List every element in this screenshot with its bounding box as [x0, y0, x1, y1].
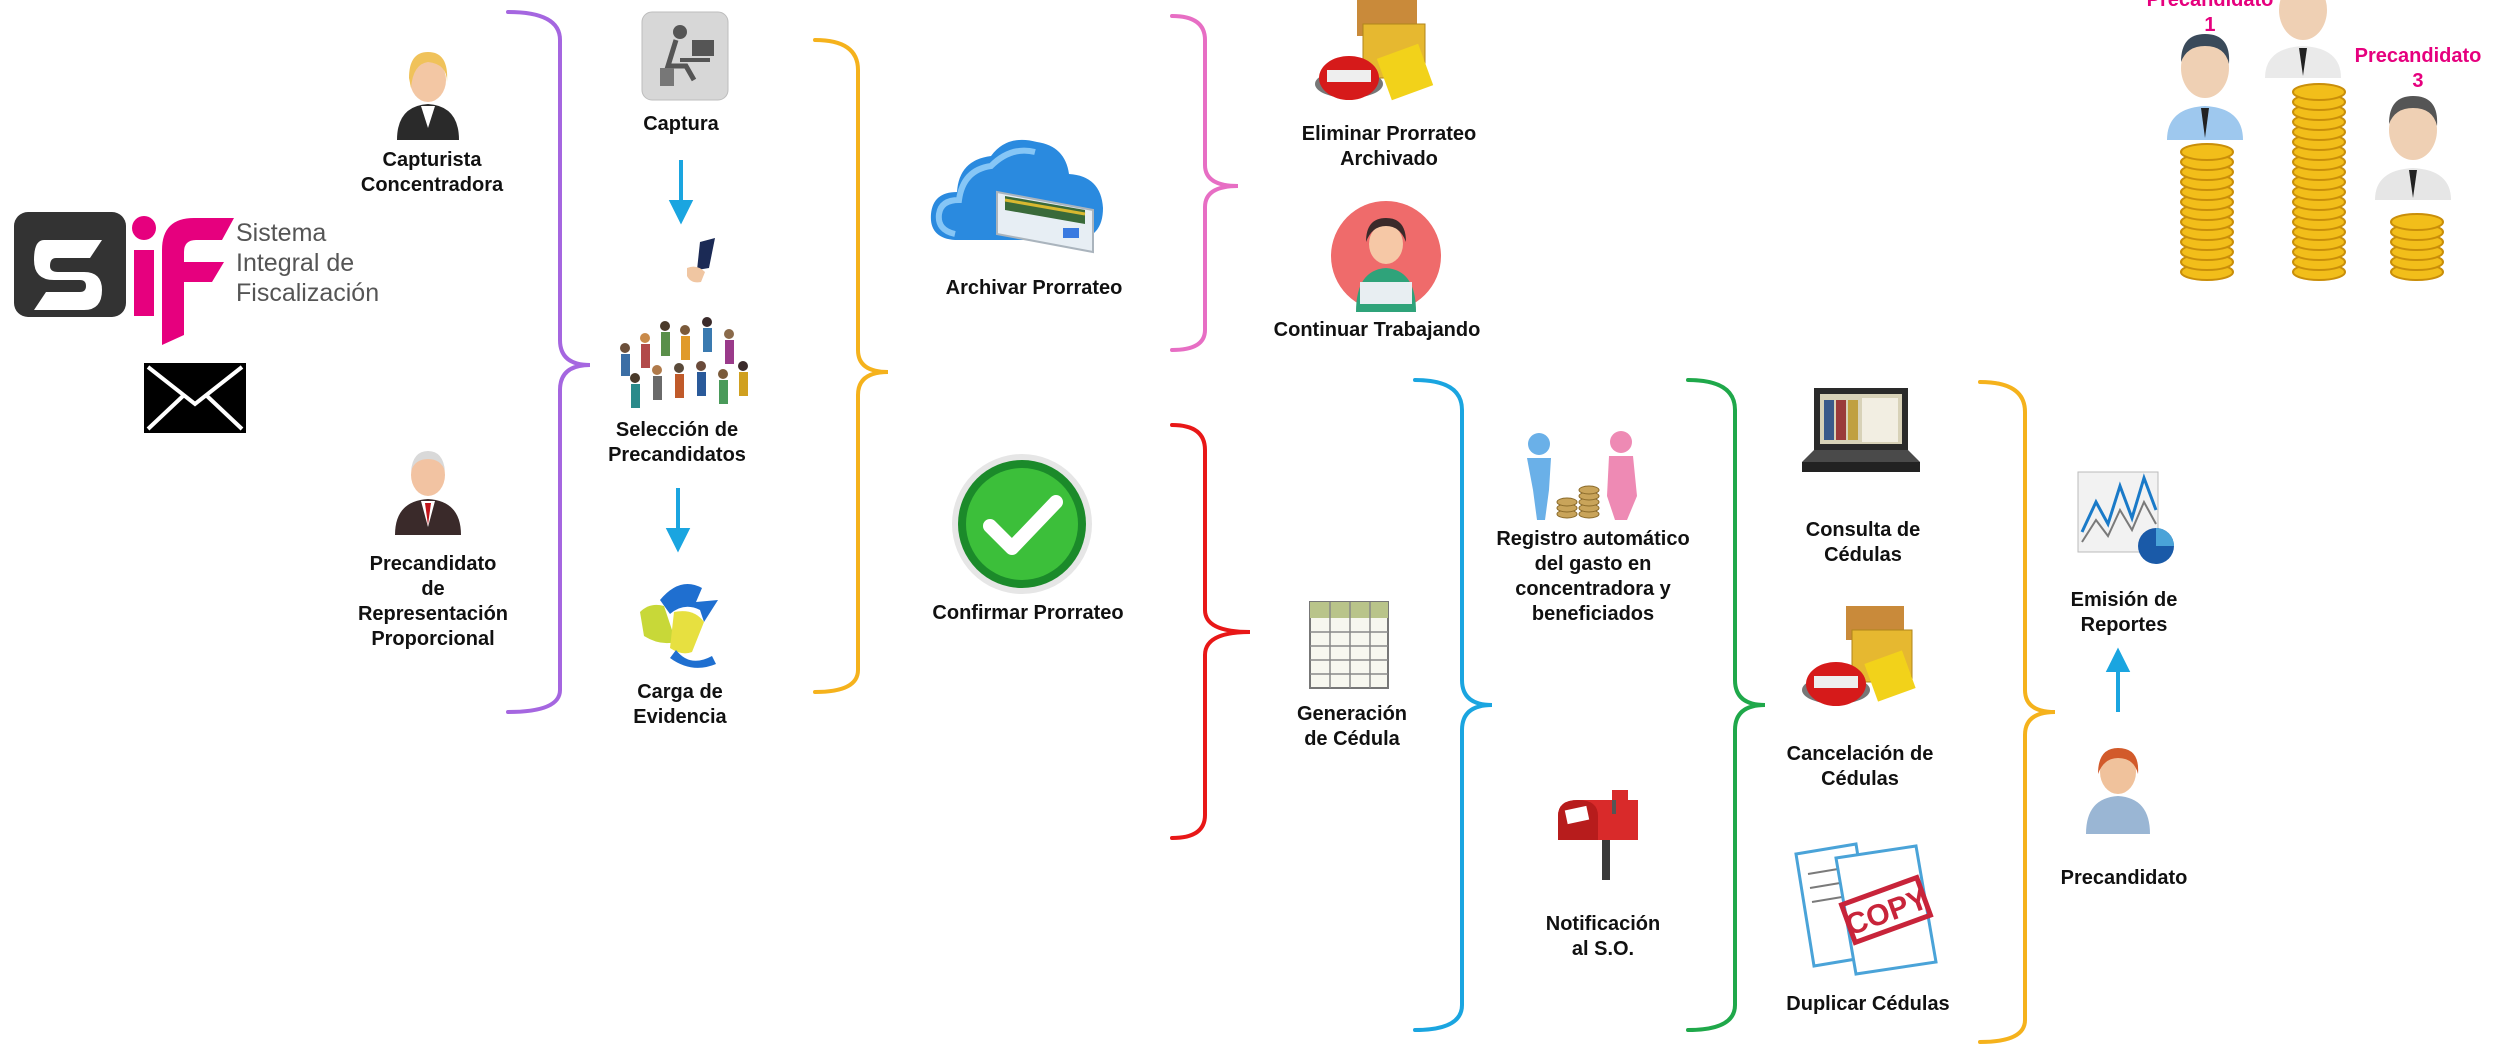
capturista-avatar-icon — [393, 48, 463, 140]
cancelacion-label: Cancelación de Cédulas — [1786, 743, 1934, 790]
eliminar-archivado-label: Eliminar Prorrateo Archivado — [1301, 123, 1477, 170]
green-bracket — [1686, 378, 1766, 1032]
archivar-cloud-icon[interactable] — [925, 130, 1115, 260]
purple-bracket — [506, 10, 591, 714]
carga-label: Carga de Evidencia — [633, 681, 727, 728]
captura-icon[interactable] — [640, 10, 730, 102]
consulta-laptop-icon[interactable] — [1800, 384, 1920, 484]
precandidato-3-label: Precandidato 3 — [2354, 45, 2482, 92]
generacion-spreadsheet-icon[interactable] — [1308, 600, 1390, 690]
archivar-label: Archivar Prorrateo — [945, 277, 1123, 299]
consulta-label: Consulta de Cédulas — [1805, 519, 1921, 566]
seleccion-label: Selección de Precandidatos — [608, 419, 746, 466]
sif-logo — [12, 210, 237, 350]
blue-bracket — [1413, 378, 1493, 1032]
notificacion-mailbox-icon[interactable] — [1552, 790, 1650, 882]
precandidato-1-label: Precandidato 1 — [2146, 0, 2274, 36]
cancelacion-icon[interactable] — [1800, 606, 1920, 718]
precandidato-rp-avatar-icon — [393, 445, 463, 535]
red-bracket — [1170, 423, 1251, 840]
emision-label: Emisión de Reportes — [2070, 589, 2178, 636]
reportes-chart-icon[interactable] — [2070, 462, 2180, 567]
registro-label: Registro automático del gasto en concent… — [1496, 528, 1690, 625]
seleccion-people-icon[interactable] — [605, 238, 755, 413]
eliminar-archivo-icon[interactable] — [1313, 0, 1439, 112]
duplicar-label: Duplicar Cédulas — [1786, 993, 1950, 1015]
precandidato-rp-label: Precandidato de Representación Proporcio… — [357, 553, 509, 650]
notificacion-label: Notificación al S.O. — [1545, 913, 1661, 960]
continuar-label: Continuar Trabajando — [1273, 319, 1481, 341]
yellow-bracket — [813, 38, 889, 694]
capturista-label: Capturista Concentradora — [360, 149, 504, 196]
captura-label: Captura — [643, 113, 719, 135]
carga-evidencia-icon[interactable] — [630, 572, 730, 672]
precandidato-label: Precandidato — [2060, 867, 2188, 889]
yellow-bracket-2 — [1978, 380, 2056, 1044]
pink-bracket — [1170, 14, 1239, 352]
registro-gasto-icon — [1515, 430, 1645, 522]
logo-text: Sistema Integral de Fiscalización — [236, 219, 380, 307]
precandidato-avatar-icon — [2082, 740, 2154, 834]
continuar-trabajando-icon[interactable] — [1330, 200, 1442, 312]
duplicar-copy-icon[interactable]: COPY — [1786, 840, 1946, 978]
envelope-icon[interactable] — [143, 362, 247, 434]
confirmar-label: Confirmar Prorrateo — [932, 602, 1124, 624]
confirmar-check-icon[interactable] — [950, 452, 1095, 597]
precandidatos-coins-illustration — [2165, 0, 2465, 285]
generacion-label: Generación de Cédula — [1296, 703, 1408, 750]
